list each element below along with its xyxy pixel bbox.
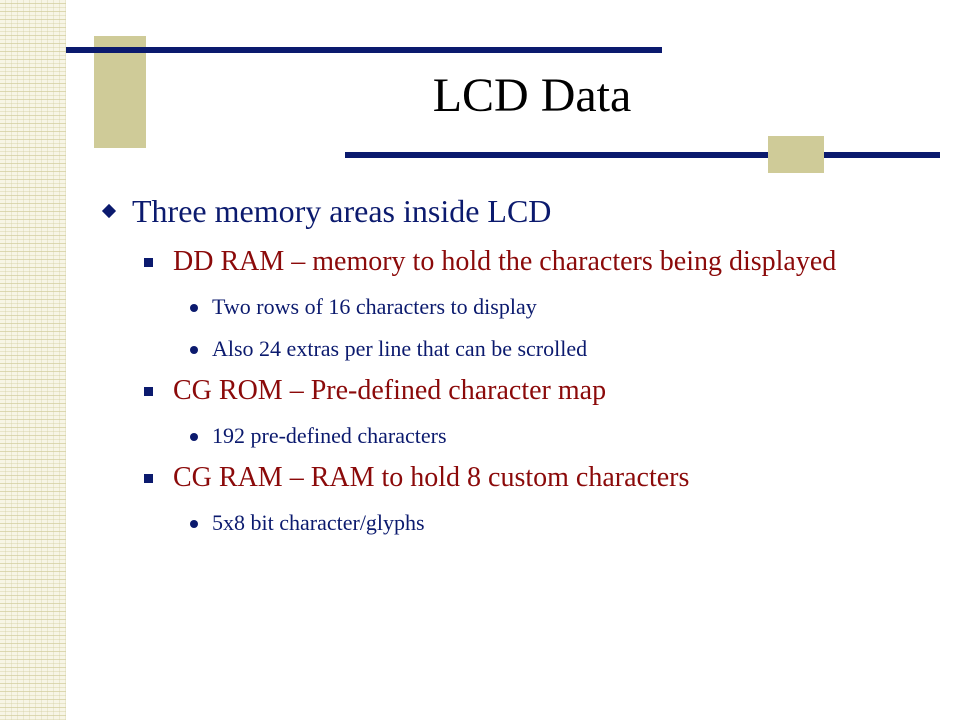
main-bullet: Three memory areas inside LCD: [100, 188, 920, 234]
left-decorative-stripe: [0, 0, 66, 720]
section-heading: DD RAM – memory to hold the characters b…: [173, 246, 837, 277]
round-bullet-icon: [190, 433, 198, 441]
decorative-block-bottom: [768, 136, 824, 173]
round-bullet-icon: [190, 346, 198, 354]
detail-text: Two rows of 16 characters to display: [212, 294, 537, 319]
main-bullet-text: Three memory areas inside LCD: [132, 193, 552, 229]
slide-content: Three memory areas inside LCD DD RAM – m…: [100, 188, 920, 537]
slide-title: LCD Data: [432, 69, 632, 122]
square-bullet-icon: [144, 474, 153, 483]
section-heading: CG ROM – Pre-defined character map: [173, 375, 607, 406]
section-bullet: CG ROM – Pre-defined character map: [144, 374, 920, 408]
decorative-line-top: [66, 47, 662, 53]
square-bullet-icon: [144, 387, 153, 396]
diamond-bullet-icon: [101, 203, 117, 219]
square-bullet-icon: [144, 258, 153, 267]
detail-bullet: 5x8 bit character/glyphs: [188, 509, 920, 537]
decorative-line-bottom: [345, 152, 940, 158]
round-bullet-icon: [190, 520, 198, 528]
section-bullet: DD RAM – memory to hold the characters b…: [144, 245, 920, 279]
section-heading: CG RAM – RAM to hold 8 custom characters: [173, 462, 690, 493]
detail-bullet: 192 pre-defined characters: [188, 422, 920, 450]
detail-text: 192 pre-defined characters: [212, 423, 447, 448]
detail-bullet: Two rows of 16 characters to display: [188, 293, 920, 321]
detail-text: Also 24 extras per line that can be scro…: [212, 336, 588, 361]
section-bullet: CG RAM – RAM to hold 8 custom characters: [144, 461, 920, 495]
round-bullet-icon: [190, 304, 198, 312]
detail-bullet: Also 24 extras per line that can be scro…: [188, 335, 920, 363]
decorative-block-top: [94, 36, 146, 148]
detail-text: 5x8 bit character/glyphs: [212, 510, 425, 535]
